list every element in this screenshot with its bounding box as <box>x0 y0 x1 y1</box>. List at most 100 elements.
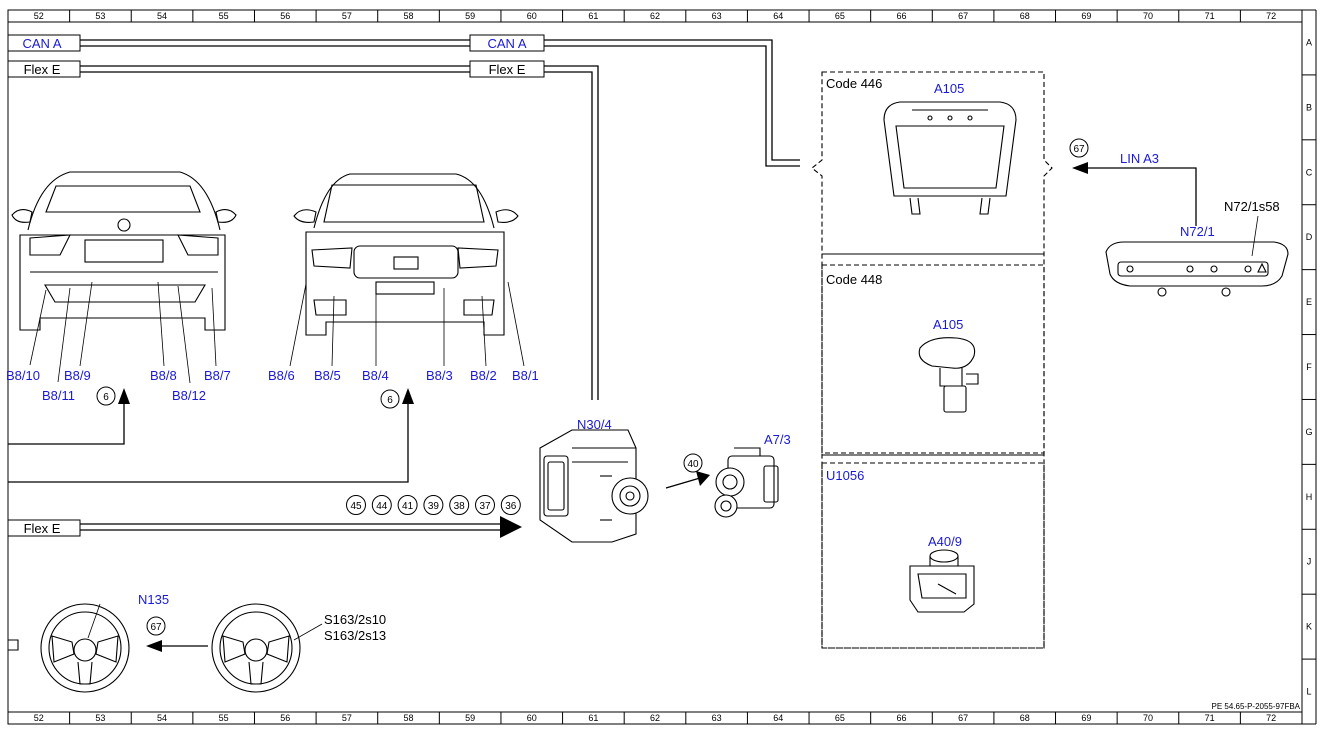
ref-circle <box>371 495 392 515</box>
ruler-row-label: B <box>1306 102 1312 112</box>
ruler-column-label: 61 <box>588 11 598 21</box>
sensor-b8-3: B8/3 <box>426 368 453 383</box>
ruler-column-label: 55 <box>219 11 229 21</box>
wheel-arrowhead <box>146 640 162 652</box>
a105-top-label: A105 <box>934 81 964 96</box>
n135-leader <box>87 603 101 639</box>
u1056-label: U1056 <box>826 468 864 483</box>
ruler-column-label: 59 <box>465 11 475 21</box>
sensor-b8-4: B8/4 <box>362 368 389 383</box>
code-446-label: Code 446 <box>826 76 882 91</box>
variant-panel-dividers <box>822 253 1044 456</box>
rear-sensor-labels: B8/10 B8/9 B8/11 B8/8 B8/12 B8/7 <box>6 368 231 403</box>
rear-sensor-arrow <box>8 402 125 445</box>
ruler-row-label: A <box>1306 37 1312 47</box>
flex-e-bus <box>80 65 599 531</box>
bus-label-flex-e-mid: Flex E <box>469 60 545 78</box>
steering-wheel-n135 <box>40 603 130 693</box>
ruler-column-label: 69 <box>1081 713 1091 723</box>
svg-text:CAN A: CAN A <box>22 36 61 51</box>
s163-2s10-label: S163/2s10 <box>324 612 386 627</box>
ruler-column-label: 52 <box>34 713 44 723</box>
sensor-b8-9: B8/9 <box>64 368 91 383</box>
ruler-column-label: 63 <box>712 11 722 21</box>
rear-sensor-leaders <box>29 281 217 384</box>
ruler-column-label: 68 <box>1020 11 1030 21</box>
svg-text:67: 67 <box>1073 144 1085 155</box>
front-sensor-arrowhead <box>402 388 414 404</box>
sensor-b8-8: B8/8 <box>150 368 177 383</box>
ref-circle <box>397 495 418 515</box>
ruler-column-label: 52 <box>34 11 44 21</box>
ref-circle <box>346 495 366 515</box>
ruler-row-label: E <box>1306 297 1312 307</box>
svg-text:Flex E: Flex E <box>24 62 61 77</box>
s163-2s13-label: S163/2s13 <box>324 628 386 643</box>
ref-circle <box>449 495 470 515</box>
bus-label-flex-e-left: Flex E <box>7 60 81 78</box>
ruler-column-label: 68 <box>1020 713 1030 723</box>
ref-circle-number: 37 <box>479 501 491 512</box>
ruler-column-label: 64 <box>773 713 783 723</box>
ruler-column-label: 56 <box>280 713 290 723</box>
sensor-b8-2: B8/2 <box>470 368 497 383</box>
bus-label-can-a-left: CAN A <box>7 34 81 52</box>
a7-3-illustration <box>714 447 779 518</box>
front-sensor-labels: B8/6 B8/5 B8/4 B8/3 B8/2 B8/1 <box>268 368 539 383</box>
ref-circle-number: 36 <box>505 501 517 512</box>
sensor-b8-11: B8/11 <box>42 388 75 403</box>
ruler-column-label: 59 <box>465 713 475 723</box>
ref-circle <box>423 495 444 515</box>
n72-1s58-leader <box>1251 215 1259 257</box>
n30-4-label: N30/4 <box>577 417 612 432</box>
ref-circle-number: 44 <box>376 501 388 512</box>
a40-9-controller-illustration <box>909 549 975 613</box>
ruler-row-label: C <box>1306 167 1313 177</box>
ruler-column-label: 56 <box>280 11 290 21</box>
ref-circle-a7: 40 <box>683 453 703 473</box>
ref-circle-wheel: 67 <box>146 616 166 636</box>
ruler-column-label: 72 <box>1266 11 1276 21</box>
ruler-row-label: H <box>1306 492 1313 502</box>
svg-text:6: 6 <box>387 395 393 406</box>
lin-a3-label: LIN A3 <box>1120 151 1159 166</box>
ruler-column-label: 66 <box>896 11 906 21</box>
sensor-b8-5: B8/5 <box>314 368 341 383</box>
ruler-column-label: 66 <box>896 713 906 723</box>
ruler-column-label: 69 <box>1081 11 1091 21</box>
ref-circle <box>475 495 495 515</box>
ref-circle-lin: 67 <box>1069 138 1089 158</box>
svg-text:Flex E: Flex E <box>24 521 61 536</box>
ruler-column-label: 58 <box>404 11 414 21</box>
front-sensor-leaders <box>289 281 525 367</box>
svg-text:40: 40 <box>687 459 699 470</box>
sensor-b8-10: B8/10 <box>6 368 40 383</box>
ruler-column-label: 62 <box>650 11 660 21</box>
ruler-column-label: 63 <box>712 713 722 723</box>
ruler-column-label: 55 <box>219 713 229 723</box>
a105-gear-selector-illustration <box>918 337 979 413</box>
bus-label-can-a-mid: CAN A <box>469 34 545 52</box>
sensor-b8-1: B8/1 <box>512 368 539 383</box>
lin-a3-arrowhead <box>1072 162 1088 174</box>
n30-4-module-illustration <box>539 429 649 543</box>
a7-3-arrowhead <box>696 471 710 486</box>
ref-circle <box>500 495 521 515</box>
ref-circle-number: 45 <box>350 501 362 512</box>
ref-circle-rear: 6 <box>96 386 116 406</box>
ref-circle-front: 6 <box>380 389 400 409</box>
sensor-b8-6: B8/6 <box>268 368 295 383</box>
left-edge-connector <box>8 639 19 651</box>
ref-circle-number: 39 <box>428 501 440 512</box>
ruler-column-label: 64 <box>773 11 783 21</box>
code-448-label: Code 448 <box>826 272 882 287</box>
ref-circle-number: 38 <box>454 501 466 512</box>
car-front-illustration <box>293 173 519 336</box>
n72-1-label: N72/1 <box>1180 224 1215 239</box>
ruler-column-label: 62 <box>650 713 660 723</box>
ruler-row-label: J <box>1307 557 1312 567</box>
front-sensor-arrow <box>8 402 409 483</box>
ruler-column-label: 57 <box>342 713 352 723</box>
